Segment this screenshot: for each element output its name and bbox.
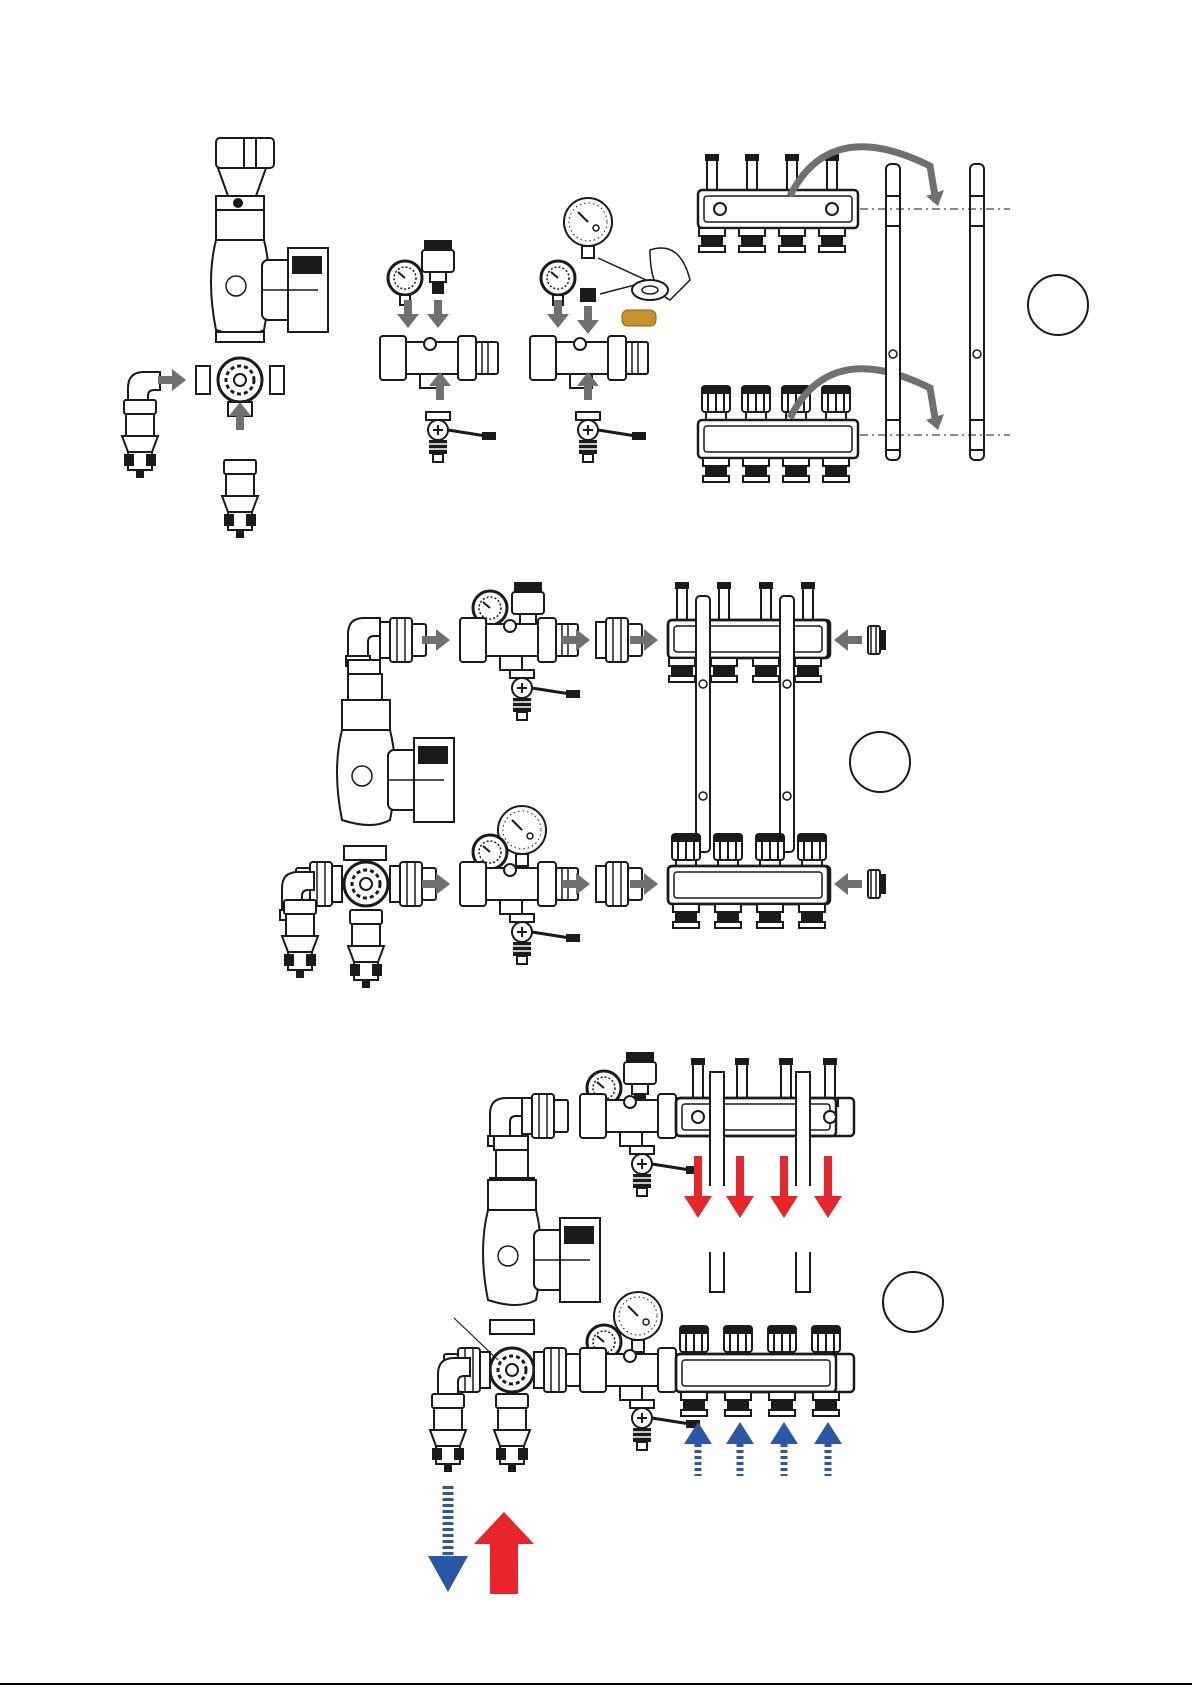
manifold-bracket-assembly: [698, 147, 1010, 482]
sealing-tape-icon: [622, 248, 690, 326]
step-1-exploded-view: [122, 138, 1088, 538]
step-circle-icon: [883, 1272, 943, 1332]
pump-assembly: [430, 1094, 600, 1472]
ball-valve: [122, 400, 158, 478]
ball-valve: [222, 460, 258, 538]
step-3-assembled-view: [428, 1052, 943, 1594]
step-2-exploded-view: [280, 582, 910, 988]
step-circle-icon: [1028, 275, 1088, 335]
valve-body-assembly: [460, 582, 580, 720]
pump-assembly: [280, 618, 454, 988]
valve-body-gauge-assembly: [530, 198, 690, 462]
step-circle-icon: [850, 732, 910, 792]
pump-assembly: [196, 138, 328, 416]
manifold-assembly: [676, 1058, 854, 1416]
valve-body-assembly: [380, 240, 498, 462]
assembly-arrow: [158, 369, 186, 391]
